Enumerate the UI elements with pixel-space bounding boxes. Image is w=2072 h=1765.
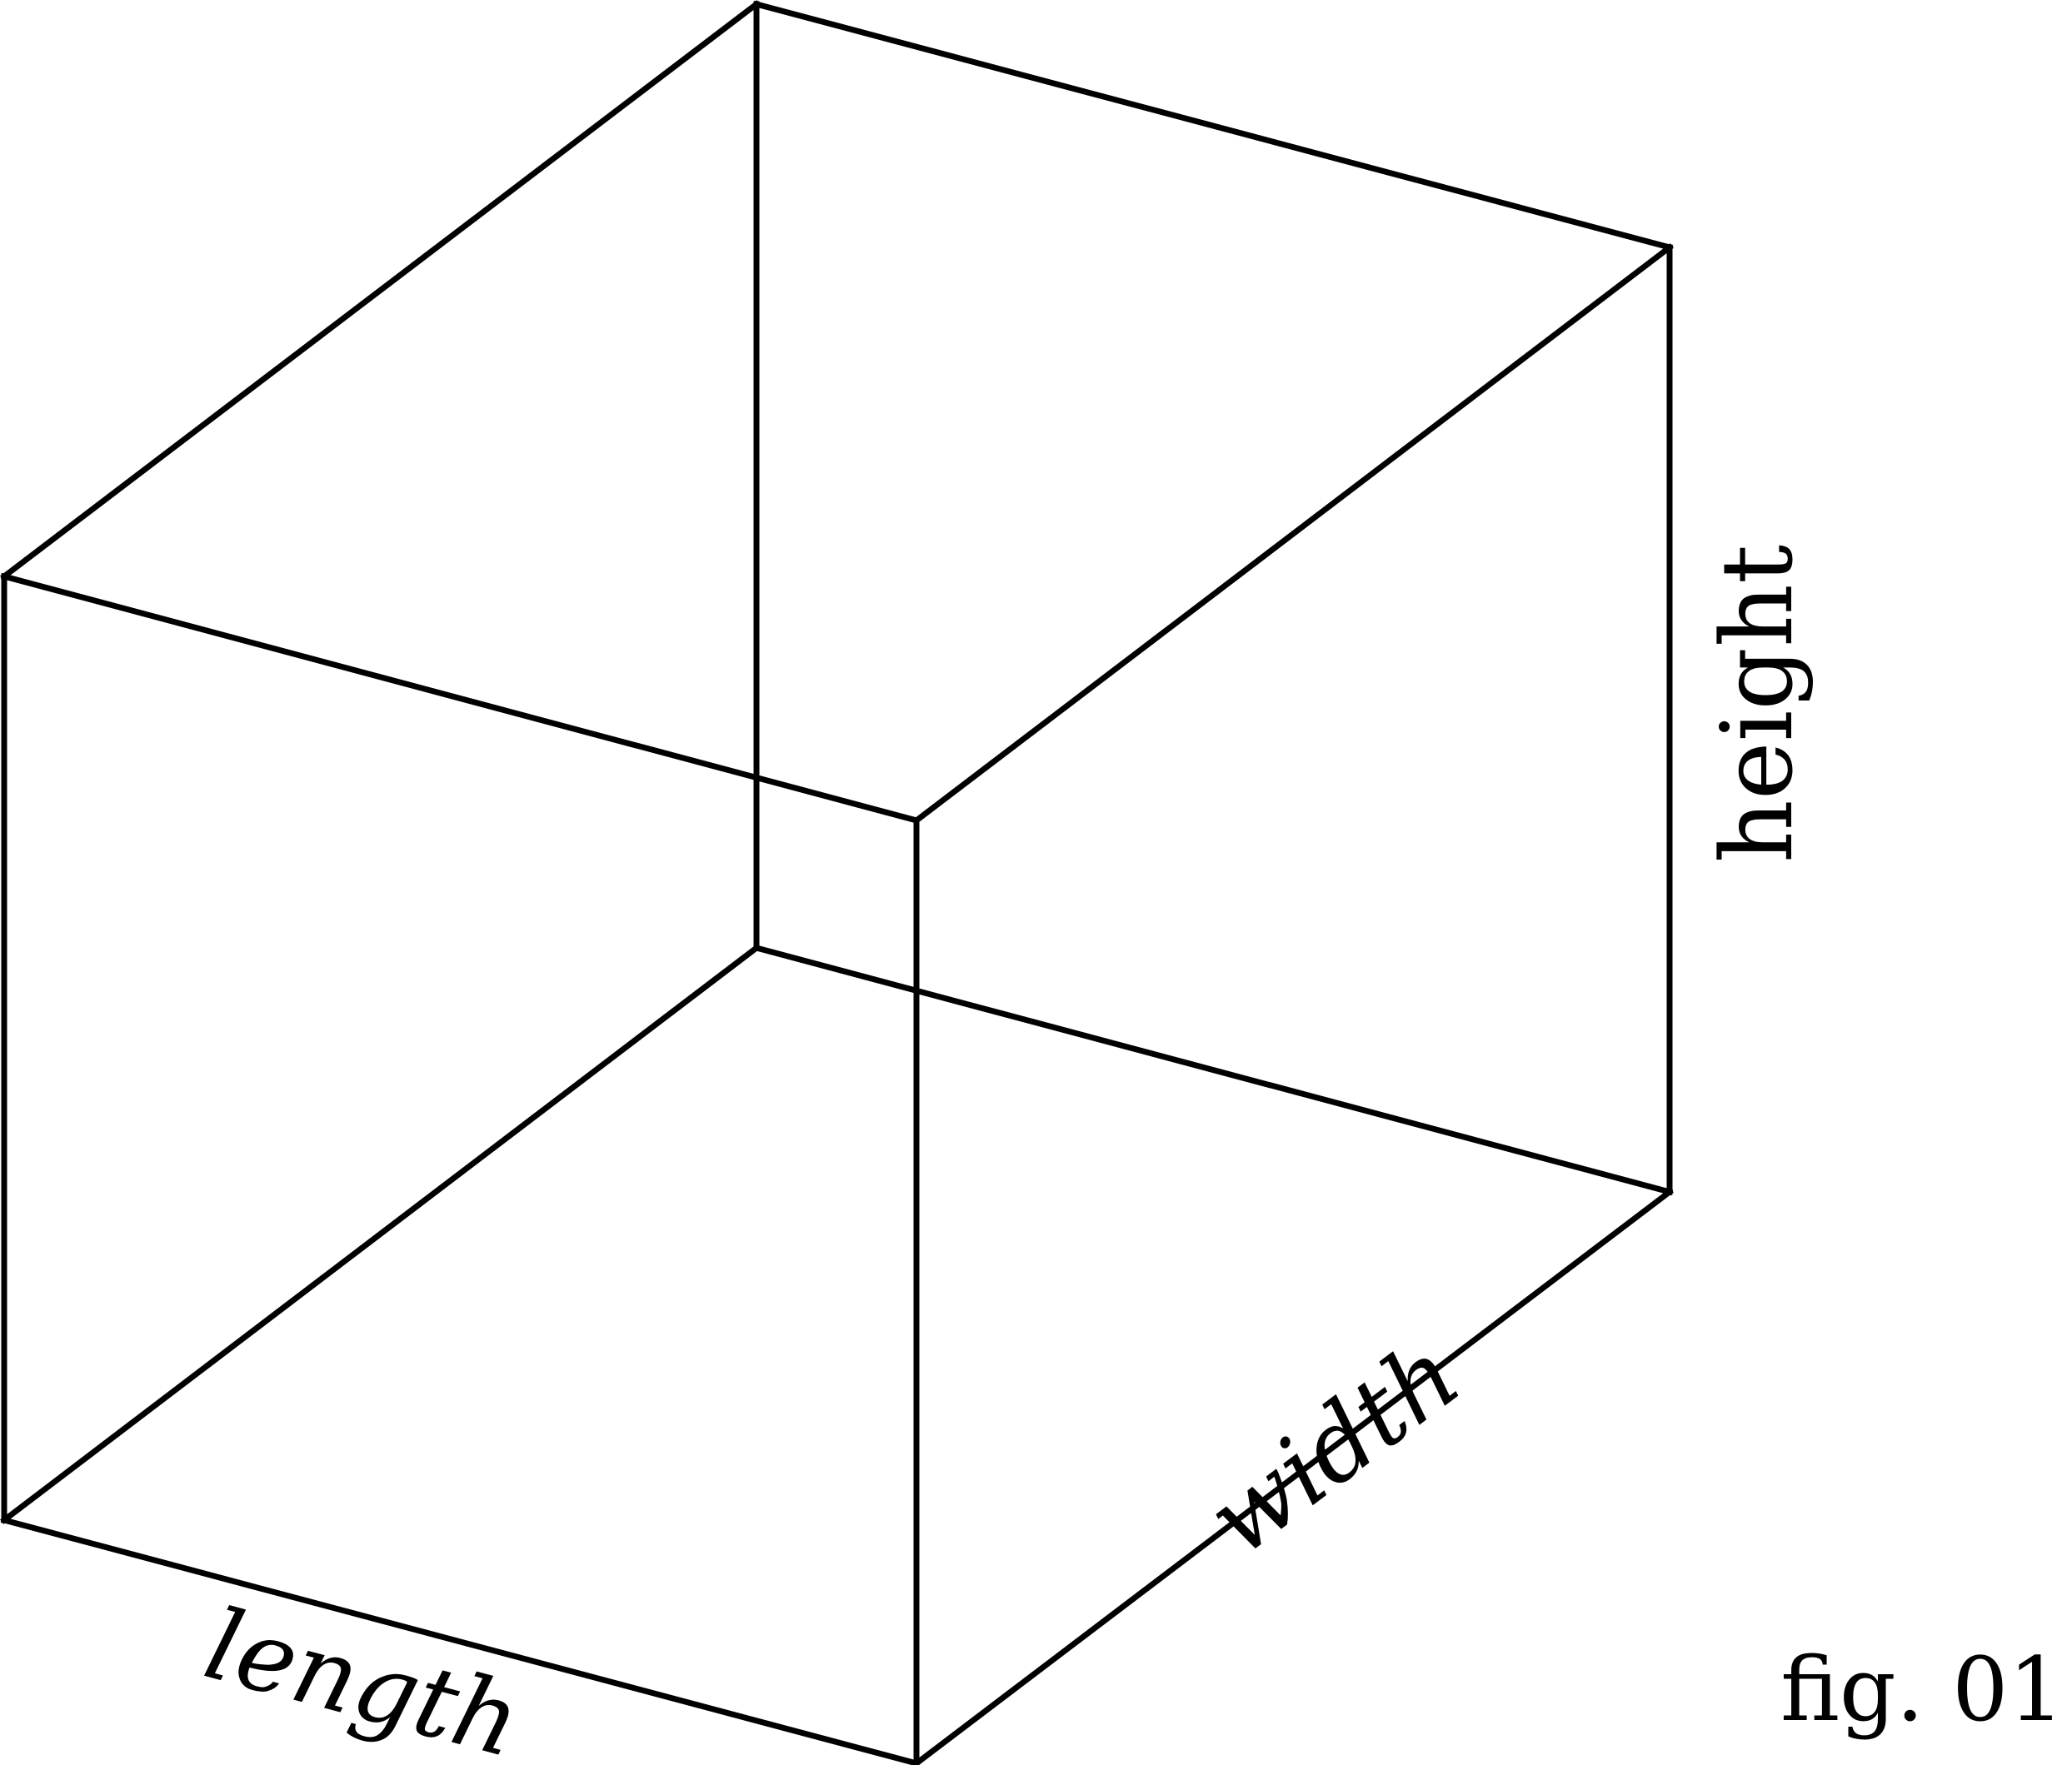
edge-top-right	[912, 243, 1674, 825]
edge-top-front	[0, 572, 921, 825]
edge-top-left	[0, 0, 761, 581]
edge-bottom-front-left	[0, 1516, 921, 1765]
width-label: width	[1186, 1317, 1480, 1578]
edge-top-back	[752, 0, 1674, 252]
edge-bottom-front-right	[912, 1188, 1674, 1765]
edge-bottom-back-left	[0, 944, 761, 1524]
height-label: height	[1700, 545, 1815, 864]
figure-number: fig. 01	[1780, 1638, 2065, 1741]
cube-edges	[0, 0, 1674, 1765]
edge-bottom-back-right	[752, 944, 1674, 1196]
